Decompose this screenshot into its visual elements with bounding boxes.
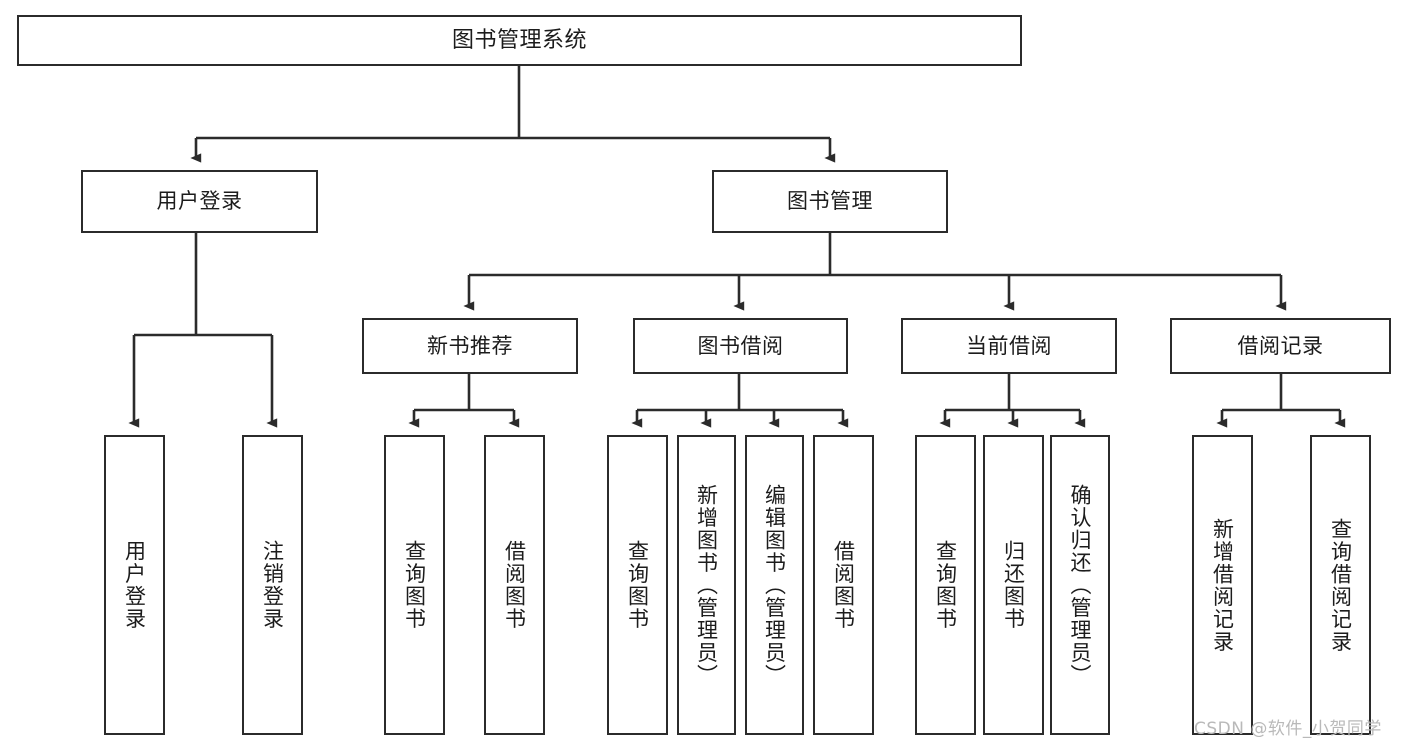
leaf-book-borrow-add[interactable]: 新增图书（管理员） <box>677 435 736 735</box>
node-label: 查询借阅记录 <box>1328 517 1353 653</box>
node-label: 图书借阅 <box>697 333 784 358</box>
node-label: 查询图书 <box>402 540 427 630</box>
node-label: 查询图书 <box>625 540 650 630</box>
leaf-new-book-borrow[interactable]: 借阅图书 <box>484 435 545 735</box>
leaf-book-borrow-borrow[interactable]: 借阅图书 <box>813 435 874 735</box>
node-new-book-recommend[interactable]: 新书推荐 <box>362 318 578 374</box>
node-label: 当前借阅 <box>966 333 1052 358</box>
node-book-borrow[interactable]: 图书借阅 <box>633 318 848 374</box>
leaf-user-login-login[interactable]: 用户登录 <box>104 435 165 735</box>
node-borrow-record[interactable]: 借阅记录 <box>1170 318 1391 374</box>
node-user-login[interactable]: 用户登录 <box>81 170 318 233</box>
leaf-user-login-logout[interactable]: 注销登录 <box>242 435 303 735</box>
leaf-borrow-record-query[interactable]: 查询借阅记录 <box>1310 435 1371 735</box>
node-label: 归还图书 <box>1001 540 1026 630</box>
node-label: 查询图书 <box>933 540 958 630</box>
leaf-book-borrow-query[interactable]: 查询图书 <box>607 435 668 735</box>
leaf-book-borrow-edit[interactable]: 编辑图书（管理员） <box>745 435 804 735</box>
leaf-current-borrow-return[interactable]: 归还图书 <box>983 435 1044 735</box>
node-label: 新增借阅记录 <box>1210 517 1235 653</box>
node-label: 借阅图书 <box>502 540 527 630</box>
node-label: 借阅记录 <box>1237 333 1324 358</box>
node-label: 用户登录 <box>122 540 147 630</box>
node-label: 注销登录 <box>260 540 285 630</box>
node-label: 新增图书（管理员） <box>694 483 719 687</box>
node-label: 新书推荐 <box>427 333 513 358</box>
node-book-management-system[interactable]: 图书管理系统 <box>17 15 1022 66</box>
node-book-management[interactable]: 图书管理 <box>712 170 948 233</box>
leaf-new-book-query[interactable]: 查询图书 <box>384 435 445 735</box>
node-label: 图书管理 <box>787 189 873 214</box>
node-label: 图书管理系统 <box>451 27 587 53</box>
csdn-watermark: CSDN @软件_小贺同学 <box>1194 719 1382 739</box>
leaf-borrow-record-add[interactable]: 新增借阅记录 <box>1192 435 1253 735</box>
node-label: 编辑图书（管理员） <box>762 483 787 687</box>
node-label: 确认归还（管理员） <box>1068 483 1093 687</box>
node-current-borrow[interactable]: 当前借阅 <box>901 318 1117 374</box>
node-label: 用户登录 <box>156 189 243 214</box>
node-label: 借阅图书 <box>831 540 856 630</box>
leaf-current-borrow-query[interactable]: 查询图书 <box>915 435 976 735</box>
leaf-current-borrow-confirm-return[interactable]: 确认归还（管理员） <box>1050 435 1110 735</box>
